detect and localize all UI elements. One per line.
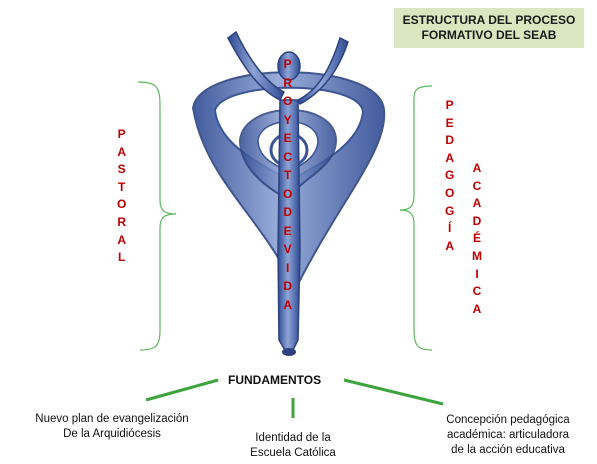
branch-3-line-2: académica: articuladora <box>446 429 570 441</box>
pedagogia-letter-8: A <box>445 238 454 253</box>
academica-letter-6: I <box>475 266 479 281</box>
proyecto-letter-4: E <box>283 131 292 145</box>
pedagogia-letter-5: O <box>445 185 455 200</box>
pedagogia-letter-6: G <box>445 203 455 218</box>
pedagogia-letter-1: E <box>445 115 454 130</box>
title-box: ESTRUCTURA DEL PROCESO FORMATIVO DEL SEA… <box>394 8 584 48</box>
proyecto-letter-5: C <box>283 149 292 164</box>
academica-letter-1: C <box>472 178 482 193</box>
human-figure-sculpture <box>191 30 386 356</box>
pastoral-letter-0: P <box>117 127 126 141</box>
branch-2-line-2: Escuela Católica <box>250 447 336 459</box>
pastoral-letter-4: O <box>117 197 127 212</box>
proyecto-letter-11: I <box>286 260 290 275</box>
branch-evangelizacion: Nuevo plan de evangelización De la Arqui… <box>6 412 218 442</box>
pastoral-letter-6: A <box>117 232 126 247</box>
pastoral-letter-5: R <box>117 214 126 229</box>
branch-3-line-1: Concepción pedagógica <box>446 414 570 426</box>
branch-1-line-2: De la Arquidiócesis <box>63 428 161 440</box>
pedagogia-letter-7: Í <box>448 221 452 236</box>
proyecto-letter-1: R <box>283 75 292 90</box>
pastoral-letter-7: L <box>118 250 126 265</box>
pastoral-letter-2: S <box>117 162 126 177</box>
branch-1-line-1: Nuevo plan de evangelización <box>35 413 189 425</box>
proyecto-letter-10: V <box>283 242 292 256</box>
academica-letter-8: A <box>472 301 482 316</box>
academica-letter-0: A <box>472 161 482 175</box>
proyecto-letter-6: T <box>284 168 292 182</box>
proyecto-letter-2: O <box>283 94 293 108</box>
connector-lines <box>145 378 444 418</box>
root-fundamentos: FUNDAMENTOS <box>228 373 322 387</box>
proyecto-letter-3: Y <box>283 112 292 127</box>
branch-concepcion: Concepción pedagógica académica: articul… <box>422 413 594 458</box>
branch-3-line-3: de la acción educativa <box>451 444 565 456</box>
right-bracket <box>399 85 433 351</box>
title-line-2: FORMATIVO DEL SEAB <box>421 28 557 42</box>
academica-letter-3: D <box>472 213 482 228</box>
academica-letter-5: M <box>472 248 482 263</box>
pedagogia-letter-4: G <box>445 168 455 183</box>
academica-letter-7: C <box>472 284 482 299</box>
proyecto-letter-13: A <box>283 297 292 312</box>
proyecto-letter-9: E <box>283 223 292 238</box>
pedagogia-letter-2: D <box>445 133 454 148</box>
pedagogia-letter-3: A <box>445 150 454 165</box>
proyecto-letter-7: O <box>283 186 293 201</box>
left-bracket <box>137 81 177 351</box>
branch-identidad: Identidad de la Escuela Católica <box>230 431 356 461</box>
proyecto-letter-12: D <box>283 279 292 293</box>
title-line-1: ESTRUCTURA DEL PROCESO <box>402 13 576 27</box>
proyecto-letter-8: D <box>283 205 292 219</box>
pedagogia-letter-0: P <box>445 98 454 112</box>
academica-letter-2: A <box>472 196 482 211</box>
pastoral-letter-3: T <box>118 179 126 194</box>
proyecto-letter-0: P <box>283 57 292 71</box>
branch-2-line-1: Identidad de la <box>255 432 331 444</box>
academica-letter-4: É <box>472 231 481 246</box>
pastoral-letter-1: A <box>117 144 126 159</box>
